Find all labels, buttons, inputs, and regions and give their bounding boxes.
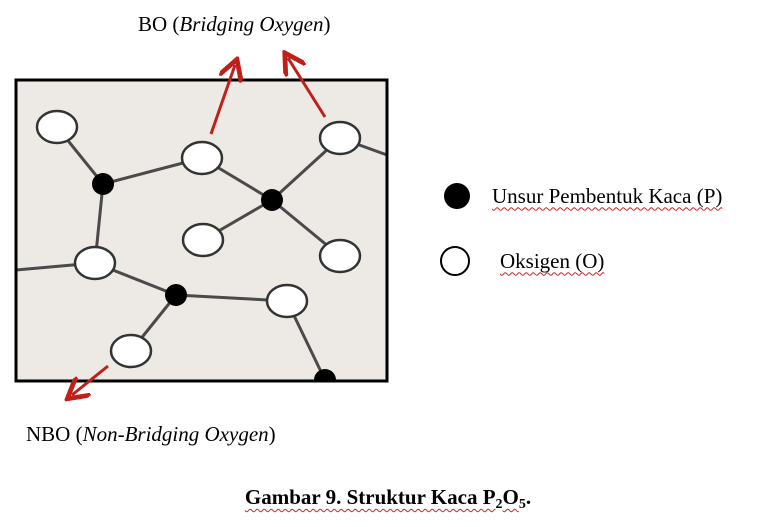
legend-former-label: Unsur Pembentuk Kaca (P) <box>492 183 723 208</box>
indicator-arrows <box>72 58 327 395</box>
legend-oxygen: Oksigen (O) <box>440 246 604 276</box>
non-bridging-oxygen-label: NBO (Non-Bridging Oxygen) <box>26 422 276 446</box>
oxygen-atom <box>109 333 153 369</box>
oxygen-atom <box>73 245 117 281</box>
nbo-arrow <box>72 364 109 395</box>
phosphorus-atoms <box>92 173 336 381</box>
phosphorus-atom <box>314 369 336 381</box>
bo-arrow-right <box>288 58 327 118</box>
bo-arrow-left <box>209 65 235 135</box>
oxygen-atom <box>318 120 362 156</box>
legend-oxygen-label: Oksigen (O) <box>500 248 605 273</box>
phosphorus-atom <box>261 189 283 211</box>
oxygen-atom <box>180 140 224 176</box>
oxygen-atom <box>318 238 362 274</box>
oxygen-atoms <box>35 109 362 369</box>
phosphorus-atom <box>92 173 114 195</box>
white-dot-icon <box>440 246 470 276</box>
phosphorus-atom <box>165 284 187 306</box>
bridging-oxygen-label: BO (Bridging Oxygen) <box>138 12 331 36</box>
oxygen-atom <box>265 283 309 319</box>
oxygen-atom <box>35 109 79 145</box>
black-dot-icon <box>444 183 470 209</box>
oxygen-atom <box>181 222 225 258</box>
figure-caption: Gambar 9. Struktur Kaca P2O5. <box>244 485 532 512</box>
legend-former: Unsur Pembentuk Kaca (P) <box>440 183 722 209</box>
